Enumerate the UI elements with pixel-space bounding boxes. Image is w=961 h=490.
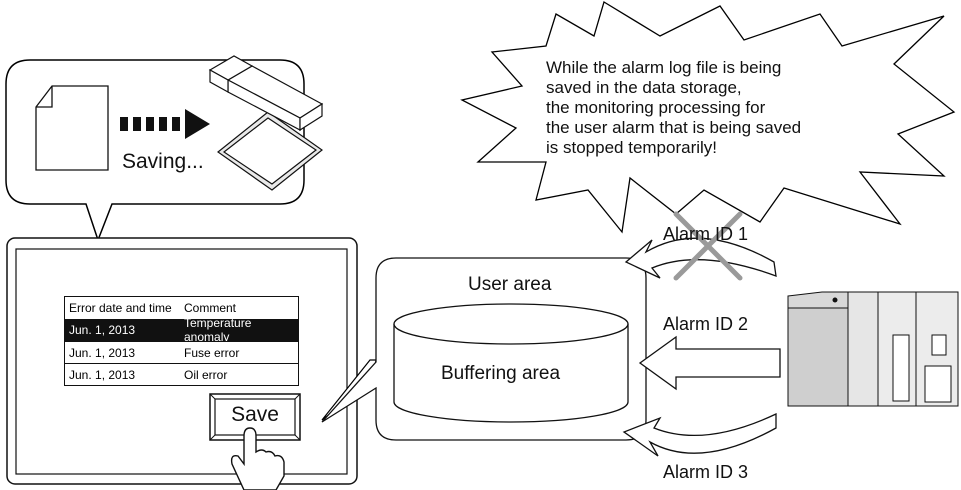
buffer-cylinder [393,303,629,423]
row-date: Jun. 1, 2013 [69,346,136,360]
burst-line: the monitoring processing for [546,98,766,117]
burst-line: the user alarm that is being saved [546,118,802,137]
warning-burst [460,1,956,234]
row-comment: Oil error [184,368,228,382]
alarm-2-label: Alarm ID 2 [663,314,749,334]
user-area-label: User area [468,274,552,295]
alarm-2-arrow [638,335,781,391]
table-row[interactable]: Jun. 1, 2013 Temperature anomaly [65,316,298,344]
burst-message: While the alarm log file is being saved … [546,58,801,158]
save-button[interactable]: Save [231,403,279,426]
buffering-area-label: Buffering area [441,363,561,384]
alarm-3-arrow [622,412,777,457]
blocked-cross-icon [673,211,743,281]
row-date: Jun. 1, 2013 [69,323,136,337]
hand-pointer-icon [230,427,285,490]
transfer-arrow-icon [120,109,210,139]
saving-label: Saving... [122,150,204,173]
burst-line: saved in the data storage, [546,78,742,97]
alarm-1-arrow [624,237,777,279]
alarm-history-table: Error date and time Comment Jun. 1, 2013… [64,296,299,386]
row-comment: Temperature anomaly [184,316,252,344]
column-header-comment: Comment [184,301,237,315]
burst-line: is stopped temporarily! [546,138,718,157]
column-header-date: Error date and time [69,301,172,315]
table-header: Error date and time Comment [65,297,298,319]
row-comment: Fuse error [184,346,240,360]
row-date: Jun. 1, 2013 [69,368,136,382]
table-row[interactable]: Jun. 1, 2013 Oil error [65,363,298,386]
burst-line: While the alarm log file is being [546,58,782,77]
plc-icon [787,291,959,407]
usb-storage-icon [208,55,324,191]
alarm-1-label: Alarm ID 1 [663,224,749,244]
alarm-3-label: Alarm ID 3 [663,462,749,482]
document-icon [35,85,109,171]
table-row[interactable]: Jun. 1, 2013 Fuse error [65,341,298,364]
